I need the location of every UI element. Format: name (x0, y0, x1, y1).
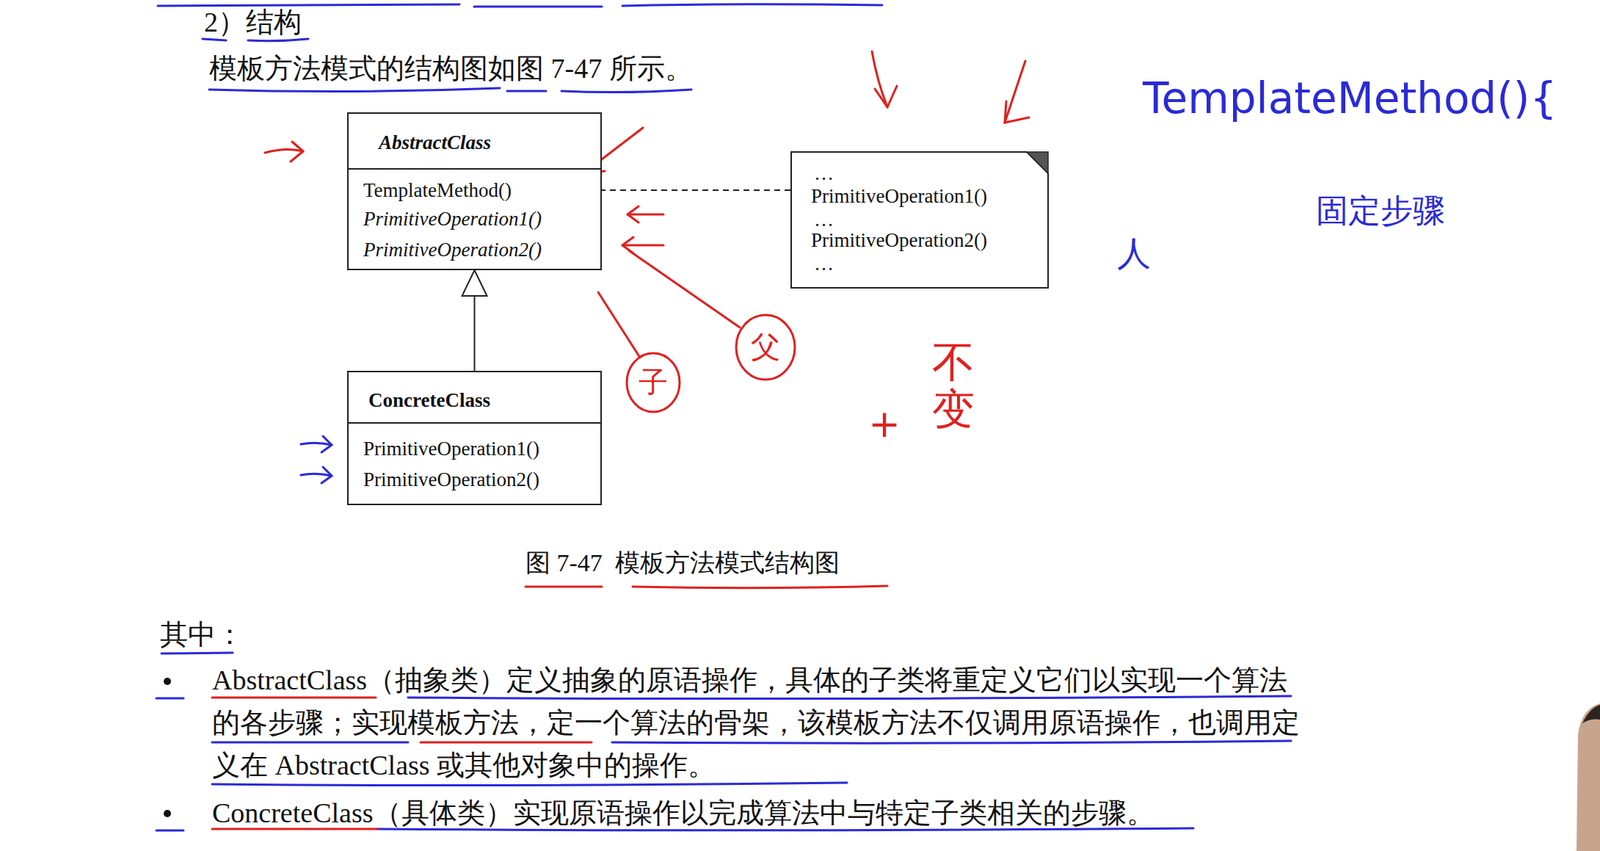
operation-name: PrimitiveOperation1() (811, 184, 988, 208)
operation-name: PrimitiveOperation1() (363, 436, 540, 461)
handwritten-note: 父 (750, 329, 781, 365)
inheritance-line (474, 295, 476, 371)
abstract-class-box: AbstractClassTemplateMethod() PrimitiveOp… (347, 112, 602, 271)
class-divider (348, 422, 601, 424)
blue-underlines (156, 4, 1292, 831)
uml-note: …PrimitiveOperation1()…PrimitiveOperatio… (790, 151, 1049, 289)
handwritten-note: TemplateMethod(){ (1142, 73, 1557, 125)
operation-name: PrimitiveOperation2() (811, 228, 988, 252)
presenter-corner (1576, 703, 1600, 851)
ellipsis: … (813, 207, 834, 232)
ellipsis: … (813, 161, 834, 185)
bullet-dots (163, 677, 172, 817)
handwritten-note: 人 (1117, 233, 1151, 274)
bullet-text: ConcreteClass（具体类）实现原语操作以完成算法中与特定子类相关的步骤… (212, 791, 1305, 834)
figure-caption: 图 7-47 模板方法模式结构图 (525, 548, 840, 579)
handwritten-note: 不变 (932, 339, 975, 434)
operation-name: PrimitiveOperation1() (363, 206, 542, 231)
class-divider (348, 168, 601, 170)
section-heading: 2）结构 (204, 5, 302, 40)
handwritten-note: + (868, 400, 901, 447)
operation-name: PrimitiveOperation2() (363, 467, 540, 492)
note-body (791, 151, 1049, 288)
note-corner (1026, 151, 1049, 174)
concrete-class-box: ConcreteClassPrimitiveOperation1() Primit… (347, 370, 602, 505)
class-name: ConcreteClass (368, 388, 491, 412)
handwritten-note: 子 (638, 364, 668, 400)
handwritten-note: 固定步骤 (1315, 192, 1446, 232)
operation-name: TemplateMethod() (363, 178, 512, 202)
intro-sentence: 模板方法模式的结构图如图 7-47 所示。 (209, 52, 693, 86)
inheritance-head (462, 270, 488, 296)
class-name: AbstractClass (378, 130, 492, 155)
ellipsis: … (813, 251, 834, 276)
operation-name: PrimitiveOperation2() (363, 237, 542, 262)
note-link (568, 189, 791, 191)
list-intro: 其中： (160, 617, 244, 652)
bullet-text: AbstractClass（抽象类）定义抽象的原语操作，具体的子类将重定义它们以… (212, 658, 1305, 787)
